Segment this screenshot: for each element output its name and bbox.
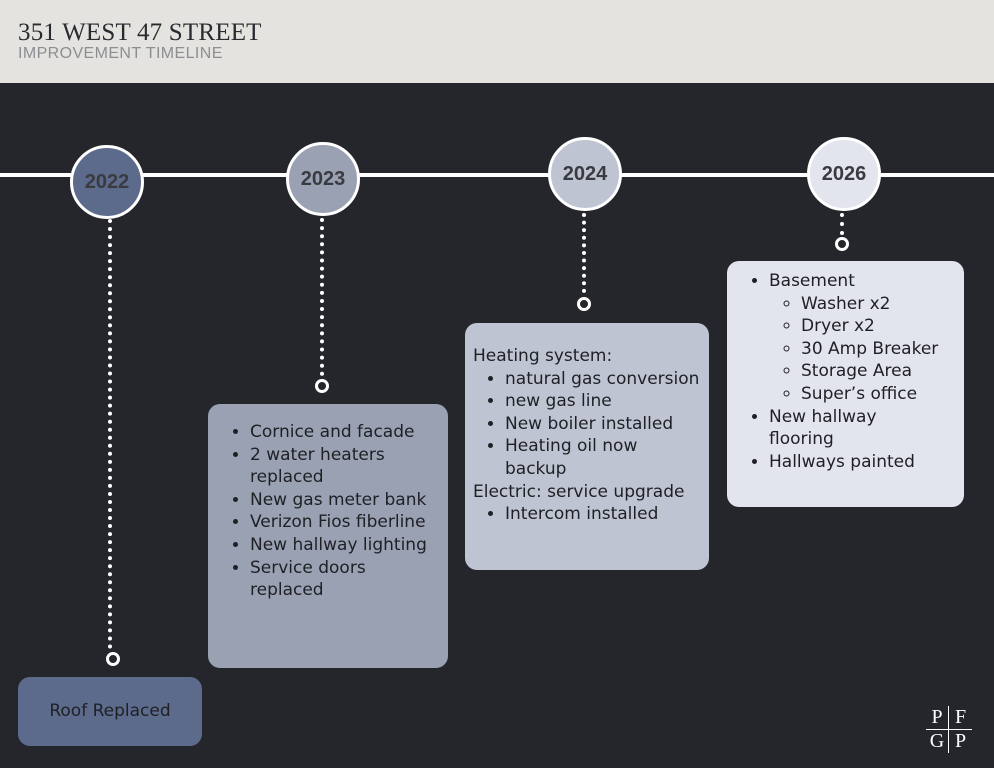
connector-end-2022 [106,652,120,666]
list-item: New hallway lighting [250,534,440,557]
timeline-line [0,173,994,177]
connector-end-2026 [835,237,849,251]
card-item: Roof Replaced [49,701,171,722]
card-2023: Cornice and facade 2 water heaters repla… [208,404,448,668]
list-item: Intercom installed [505,503,705,526]
year-label-2022: 2022 [84,170,130,193]
list-item: new gas line [505,390,705,413]
year-label-2026: 2026 [821,162,867,185]
logo-letter: P [954,730,967,752]
list-item: Cornice and facade [250,421,440,444]
list-item: New gas meter bank [250,489,440,512]
list-item: Storage Area [801,360,956,383]
list-item: Heating oil now backup [505,435,705,480]
year-label-2023: 2023 [300,167,346,190]
card-2024: Heating system: natural gas conversion n… [465,323,709,570]
connector-2024 [582,213,586,293]
connector-2023 [320,218,324,376]
header-banner: 351 WEST 47 STREET IMPROVEMENT TIMELINE [0,0,994,83]
basement-heading: Basement [769,271,855,291]
card-2022: Roof Replaced [18,677,202,746]
connector-2022 [108,219,112,649]
list-item: Washer x2 [801,293,956,316]
list-item: 30 Amp Breaker [801,338,956,361]
year-node-2026: 2026 [807,137,881,211]
list-item: Super’s office [801,383,956,406]
card-list-2026: Basement Washer x2 Dryer x2 30 Amp Break… [737,270,956,473]
electric-list: Intercom installed [473,503,705,526]
page-subtitle: IMPROVEMENT TIMELINE [18,45,223,62]
list-item: Dryer x2 [801,315,956,338]
heating-list: natural gas conversion new gas line New … [473,368,705,481]
list-item: New hallway flooring [769,406,956,451]
pfgp-logo: P F G P [926,706,972,753]
heating-heading: Heating system: [473,346,613,366]
list-item: New boiler installed [505,413,705,436]
connector-2026 [840,213,844,235]
list-item: Service doors replaced [250,557,440,602]
page-title: 351 WEST 47 STREET [18,19,262,46]
list-item: Basement Washer x2 Dryer x2 30 Amp Break… [769,270,956,406]
logo-letter: P [926,706,949,730]
list-item: Hallways painted [769,451,956,474]
list-item: natural gas conversion [505,368,705,391]
card-2026: Basement Washer x2 Dryer x2 30 Amp Break… [727,261,964,507]
connector-end-2023 [315,379,329,393]
basement-list: Washer x2 Dryer x2 30 Amp Breaker Storag… [769,293,956,406]
year-node-2024: 2024 [548,137,622,211]
year-node-2022: 2022 [70,145,144,219]
logo-letter: F [949,706,972,730]
list-item: Verizon Fios fiberline [250,511,440,534]
connector-end-2024 [577,297,591,311]
electric-heading: Electric: service upgrade [473,481,685,502]
list-item: 2 water heaters replaced [250,444,440,489]
year-label-2024: 2024 [562,162,608,185]
logo-letter: G [926,730,949,753]
card-list-2023: Cornice and facade 2 water heaters repla… [218,421,440,602]
year-node-2023: 2023 [286,142,360,216]
